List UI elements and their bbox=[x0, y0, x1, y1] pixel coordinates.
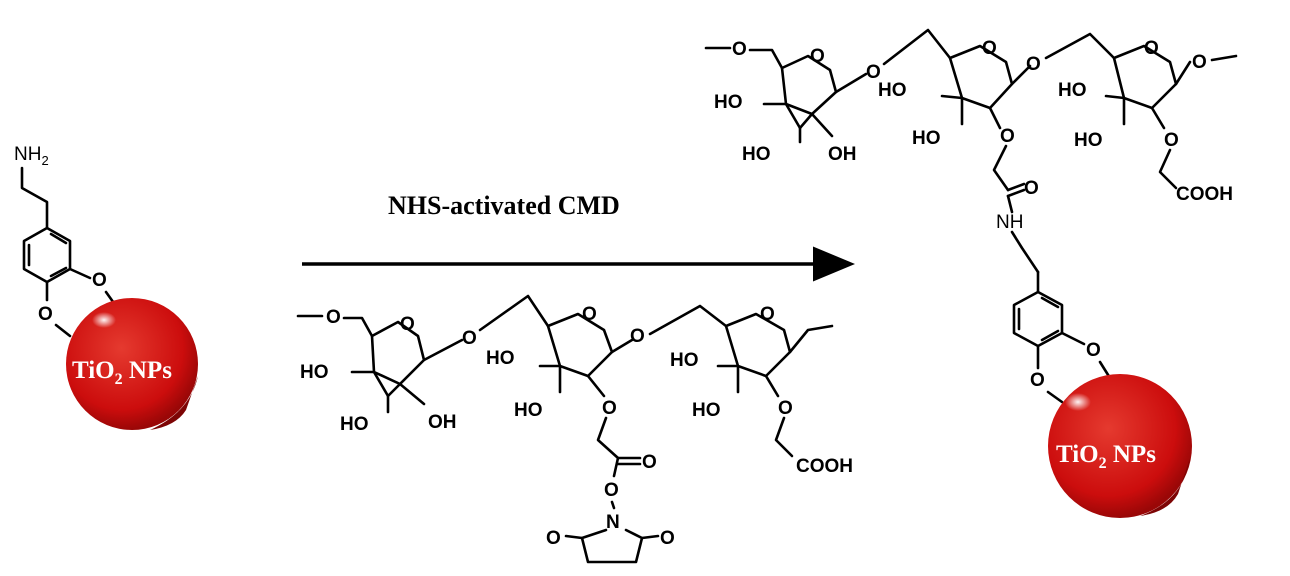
product-cmd-tio2: O O O HO HO OH O HO HO O O NH O bbox=[704, 28, 1238, 518]
hydroxyl-group: HO bbox=[486, 348, 515, 369]
hydroxyl-group: HO bbox=[692, 400, 721, 421]
oxygen-atom: O bbox=[38, 304, 53, 325]
particle-shadow bbox=[150, 376, 198, 430]
hydroxyl-group: OH bbox=[428, 412, 457, 433]
hydroxyl-group: HO bbox=[514, 400, 543, 421]
ring-oxygen: O bbox=[400, 314, 415, 335]
ring-oxygen: O bbox=[982, 38, 997, 59]
nanoparticle-label: TiO2 NPs bbox=[1056, 441, 1156, 472]
hydroxyl-group: OH bbox=[828, 144, 857, 165]
ring-oxygen: O bbox=[1144, 38, 1159, 59]
amide-nh: NH bbox=[996, 212, 1023, 233]
reagent-label: NHS-activated CMD bbox=[388, 191, 620, 220]
oxygen-atom: O bbox=[1026, 54, 1041, 75]
nanoparticle-label: TiO2 NPs bbox=[72, 357, 172, 388]
oxygen-atom: O bbox=[1030, 370, 1045, 391]
reactant-dopamine-tio2: NH2 O O TiO2 NPs bbox=[14, 144, 198, 430]
ester-oxygen: O bbox=[604, 480, 619, 501]
oxygen-atom: O bbox=[778, 398, 793, 419]
particle-highlight bbox=[92, 312, 116, 328]
oxygen-atom: O bbox=[1086, 340, 1101, 361]
hydroxyl-group: HO bbox=[742, 144, 771, 165]
oxygen-atom: O bbox=[1000, 126, 1015, 147]
imide-oxygen: O bbox=[546, 528, 561, 549]
particle-shadow bbox=[1140, 458, 1190, 516]
imide-oxygen: O bbox=[660, 528, 675, 549]
carbonyl-oxygen: O bbox=[642, 452, 657, 473]
carbonyl-oxygen: O bbox=[1024, 178, 1039, 199]
hydroxyl-group: HO bbox=[878, 80, 907, 101]
oxygen-atom: O bbox=[630, 326, 645, 347]
hydroxyl-group: HO bbox=[912, 128, 941, 149]
oxygen-atom: O bbox=[462, 328, 477, 349]
nhs-nitrogen: N bbox=[606, 512, 620, 533]
hydroxyl-group: HO bbox=[670, 350, 699, 371]
carboxyl-group: COOH bbox=[1176, 184, 1233, 205]
oxygen-atom: O bbox=[1192, 52, 1207, 73]
tio2-nanoparticle bbox=[66, 298, 198, 430]
hydroxyl-group: HO bbox=[300, 362, 329, 383]
hydroxyl-group: HO bbox=[714, 92, 743, 113]
amine-group: NH2 bbox=[14, 144, 49, 168]
carboxyl-group: COOH bbox=[796, 456, 853, 477]
oxygen-atom: O bbox=[602, 398, 617, 419]
oxygen-atom: O bbox=[732, 39, 747, 60]
oxygen-atom: O bbox=[1164, 130, 1179, 151]
ring-oxygen: O bbox=[760, 304, 775, 325]
hydroxyl-group: HO bbox=[1074, 130, 1103, 151]
ring-oxygen: O bbox=[582, 304, 597, 325]
hydroxyl-group: HO bbox=[340, 414, 369, 435]
oxygen-atom: O bbox=[92, 270, 107, 291]
oxygen-atom: O bbox=[866, 62, 881, 83]
oxygen-atom: O bbox=[326, 307, 341, 328]
hydroxyl-group: HO bbox=[1058, 80, 1087, 101]
nhs-activated-cmd: O O O HO HO OH O HO HO O O O O N bbox=[296, 294, 853, 564]
reaction-arrow-group: NHS-activated CMD bbox=[302, 191, 855, 282]
particle-highlight bbox=[1065, 393, 1091, 411]
ring-oxygen: O bbox=[810, 46, 825, 67]
tio2-nanoparticle bbox=[1048, 374, 1192, 518]
